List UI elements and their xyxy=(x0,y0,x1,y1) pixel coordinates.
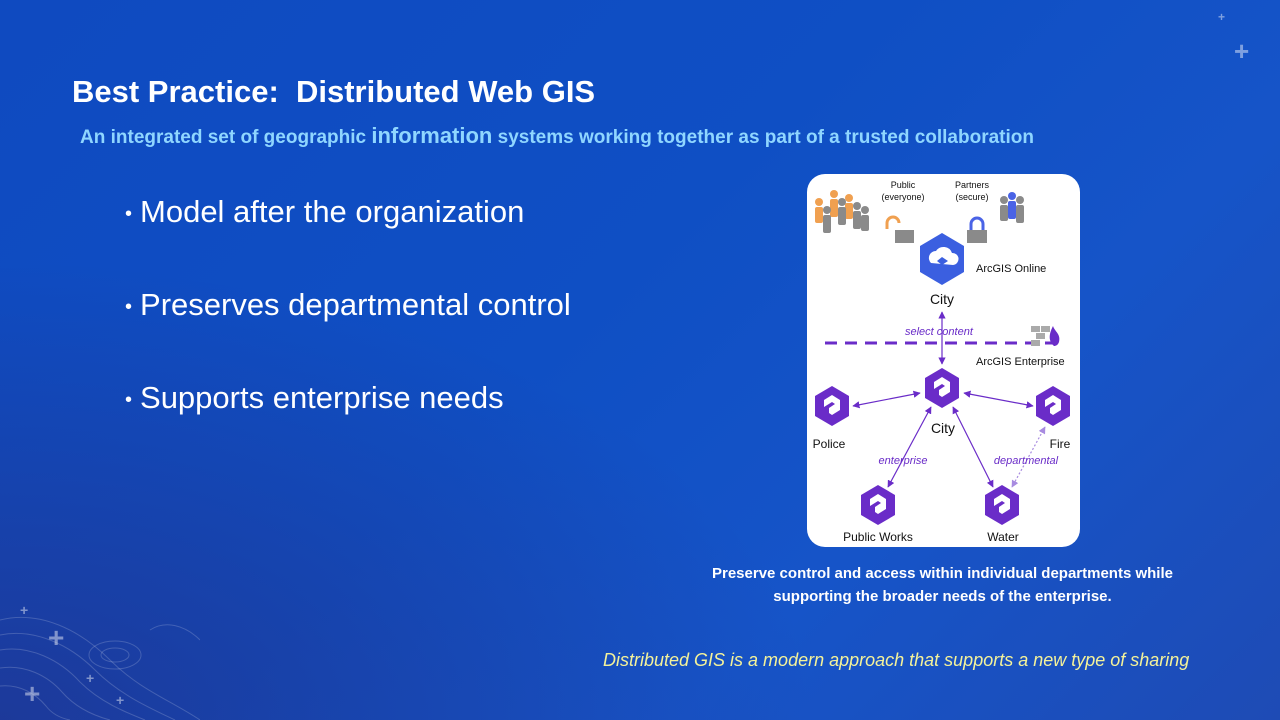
public-works-label: Public Works xyxy=(843,530,913,544)
subtitle-end: systems working together as part of a tr… xyxy=(492,127,1034,148)
diagram-caption: Preserve control and access within indiv… xyxy=(680,562,1205,608)
plus-icon: + xyxy=(116,692,125,708)
bullet-dot-icon: • xyxy=(125,388,133,411)
fire-label: Fire xyxy=(1050,437,1071,451)
partner-people-icon xyxy=(1000,192,1024,223)
slide-title: Best Practice: Distributed Web GIS xyxy=(72,74,596,109)
plus-icon: + xyxy=(48,622,65,653)
water-label: Water xyxy=(987,530,1019,544)
public-label: Public xyxy=(891,180,916,190)
public-works-icon xyxy=(861,485,895,525)
police-label: Police xyxy=(813,437,846,451)
locked-lock-icon xyxy=(967,216,987,243)
city-enterprise-label: City xyxy=(931,420,955,436)
bullet-dot-icon: • xyxy=(125,295,133,318)
open-lock-icon xyxy=(885,215,914,243)
arcgis-online-icon xyxy=(920,233,964,285)
partners-label: Partners xyxy=(955,180,990,190)
departmental-label: departmental xyxy=(994,455,1059,467)
police-icon xyxy=(815,386,849,426)
plus-icon: + xyxy=(1234,36,1250,66)
caption-line: Preserve control and access within indiv… xyxy=(712,565,1173,582)
bullet-text: Supports enterprise needs xyxy=(140,380,504,415)
subtitle-start: An integrated set of geographic xyxy=(80,127,372,148)
partners-label-sub: (secure) xyxy=(955,192,988,202)
slide-subtitle: An integrated set of geographic informat… xyxy=(80,123,1034,149)
bullet-text: Preserves departmental control xyxy=(140,287,571,322)
city-enterprise-icon xyxy=(925,368,959,408)
city-online-label: City xyxy=(930,291,954,307)
fire-icon xyxy=(1036,386,1070,426)
water-icon xyxy=(985,485,1019,525)
caption-line: supporting the broader needs of the ente… xyxy=(773,588,1112,605)
plus-icon: + xyxy=(86,670,95,686)
public-label-sub: (everyone) xyxy=(881,192,924,202)
distributed-gis-diagram: Public (everyone) Partners (secure) ArcG… xyxy=(807,174,1080,547)
bullet-list: • Model after the organization • Preserves… xyxy=(125,192,571,471)
arcgis-enterprise-label: ArcGIS Enterprise xyxy=(976,356,1065,368)
public-people-icon xyxy=(815,190,869,233)
contour-lines-decoration xyxy=(0,616,200,720)
bullet-item: • Supports enterprise needs xyxy=(125,378,571,471)
bullet-dot-icon: • xyxy=(125,202,133,225)
footer-note: Distributed GIS is a modern approach tha… xyxy=(603,650,1190,670)
subtitle-emphasis: information xyxy=(371,123,493,148)
firewall-icon xyxy=(1031,326,1060,346)
bullet-text: Model after the organization xyxy=(140,194,525,229)
enterprise-label: enterprise xyxy=(879,455,928,467)
plus-icon: + xyxy=(20,602,29,618)
bullet-item: • Model after the organization xyxy=(125,192,571,285)
select-content-label: select content xyxy=(905,326,974,338)
bullet-item: • Preserves departmental control xyxy=(125,285,571,378)
plus-icon: + xyxy=(24,678,41,709)
plus-icon: + xyxy=(1218,10,1226,24)
arcgis-online-label: ArcGIS Online xyxy=(976,263,1046,275)
